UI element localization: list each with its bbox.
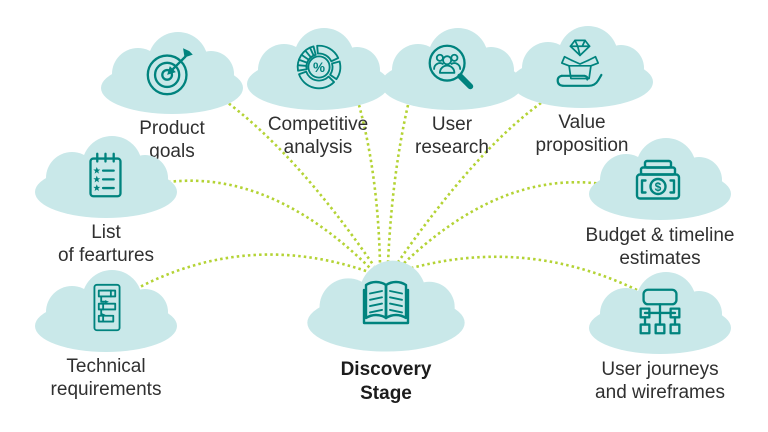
node-label: Value proposition [535,112,629,156]
checklist-icon [89,152,122,198]
open-book-icon [362,280,410,325]
magnifier-team-icon [428,44,474,90]
node-budget-timeline-estimates: $ Budget & timeline estimates [586,136,734,269]
node-label: Product goals [139,118,205,162]
pie-chart-percent-icon: % [296,44,342,90]
node-label: Discovery Stage [340,359,432,404]
connector-list-of-features [167,179,372,270]
cloud-shape [35,270,177,352]
node-label: Technical requirements [50,356,162,400]
node-product-goals: Product goals [98,30,246,162]
connector-competitive-analysis [357,104,382,265]
target-arrow-icon [146,48,193,96]
node-discovery-stage: Discovery Stage [304,258,468,404]
connector-technical-requirements [135,253,370,291]
money-bills-icon: $ [635,159,681,200]
node-label: List of feartures [57,222,155,266]
cloud-shape [101,32,243,114]
cloud-shape [511,26,653,108]
dollar-glyph: $ [655,180,662,194]
node-list-of-features: List of feartures [32,134,180,266]
node-value-proposition: Value proposition [508,24,656,156]
sitemap-icon [639,288,681,335]
node-user-journeys-wireframes: User journeys and wireframes [586,270,734,403]
node-label: User research [415,114,489,158]
cloud-shape [589,272,731,354]
node-technical-requirements: Technical requirements [32,268,180,400]
connector-budget-timeline [398,180,603,269]
percent-glyph: % [313,60,325,75]
node-competitive-analysis: % Competitive analysis [244,26,392,158]
node-label: Budget & timeline estimates [585,225,735,269]
node-label: User journeys and wireframes [595,359,725,403]
node-user-research: User research [378,26,526,158]
connector-value-proposition [394,101,542,266]
hand-gift-diamond-icon [556,39,603,87]
connector-user-research [386,104,410,264]
spec-document-icon [93,283,121,332]
cloud-shape [35,136,177,218]
connector-product-goals [219,95,376,267]
node-label: Competitive analysis [267,114,369,158]
